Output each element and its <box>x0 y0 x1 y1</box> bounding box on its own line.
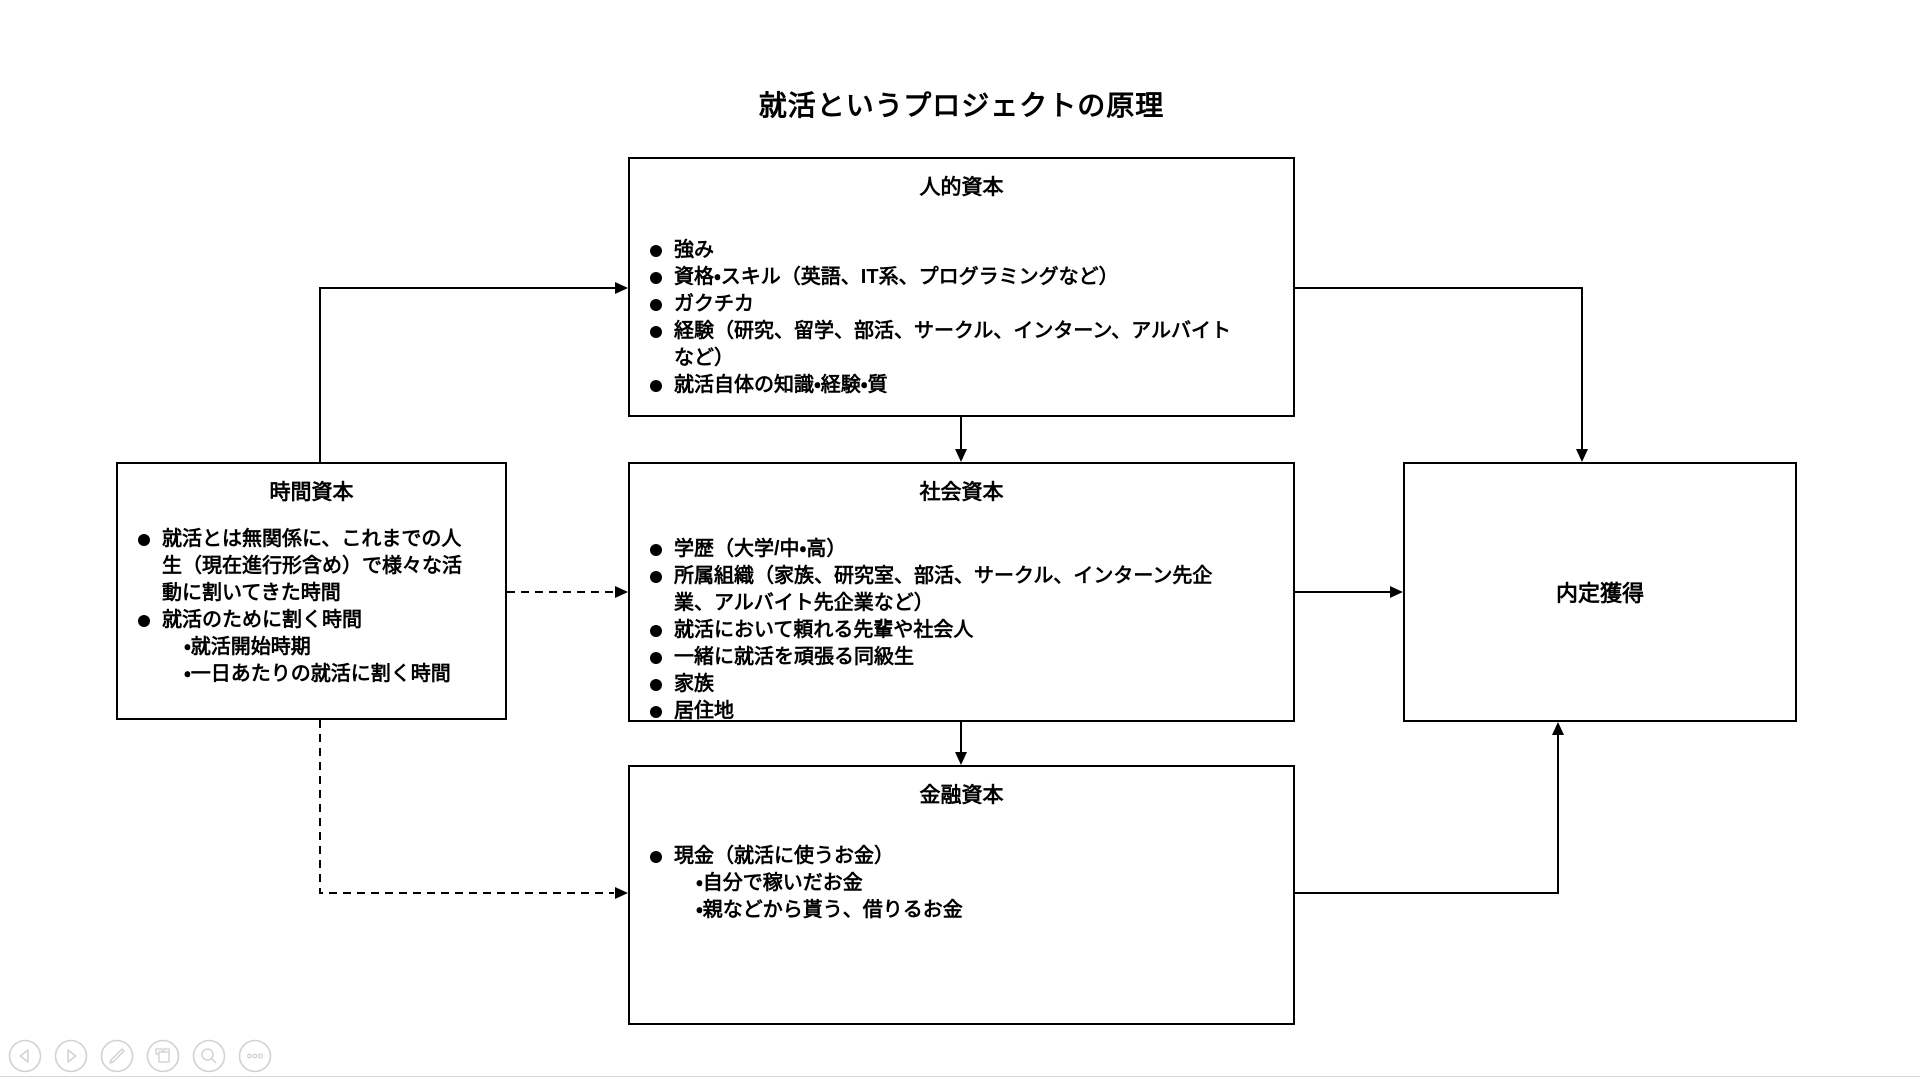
list-item: 現金（就活に使うお金） <box>644 843 1238 870</box>
box-financial-capital: 金融資本 現金（就活に使うお金） ・自分で稼いだお金 ・親などから貰う、借りるお… <box>628 765 1295 1025</box>
list-item: ガクチカ <box>644 291 1238 318</box>
slide-overview-icon <box>146 1039 180 1073</box>
list-item: 就活自体の知識・経験・質 <box>644 372 1238 399</box>
list-sub-item: ・一日あたりの就活に割く時間 <box>184 663 451 685</box>
box-title-financial-capital: 金融資本 <box>919 784 1004 807</box>
list-item: 資格・スキル（英語、IT系、プログラミングなど） <box>644 264 1238 291</box>
list-sub-item: ・就活開始時期 <box>184 636 311 658</box>
box-title-social-capital: 社会資本 <box>919 481 1004 504</box>
box-goal: 内定獲得 <box>1403 462 1797 722</box>
dashed-connectors <box>319 591 614 894</box>
box-title-time-capital: 時間資本 <box>269 481 354 504</box>
box-social-capital: 社会資本 学歴（大学/中・高） 所属組織（家族、研究室、部活、サークル、インター… <box>628 462 1295 722</box>
presenter-toolbar <box>8 1039 272 1073</box>
list-sub-item: ・親などから貰う、借りるお金 <box>696 899 963 921</box>
time-capital-list: 就活とは無関係に、これまでの人生（現在進行形含め）で様々な活動に割いてきた時間 … <box>118 526 505 688</box>
list-item: 家族 <box>644 671 1238 698</box>
box-time-capital: 時間資本 就活とは無関係に、これまでの人生（現在進行形含め）で様々な活動に割いて… <box>116 462 507 720</box>
list-item: 居住地 <box>644 698 1238 725</box>
previous-slide-button[interactable] <box>8 1039 42 1073</box>
next-slide-icon <box>54 1039 88 1073</box>
human-capital-list: 強み 資格・スキル（英語、IT系、プログラミングなど） ガクチカ 経験（研究、留… <box>630 237 1293 399</box>
zoom-button[interactable] <box>192 1039 226 1073</box>
slide-overview-button[interactable] <box>146 1039 180 1073</box>
list-sub-item: ・自分で稼いだお金 <box>696 872 863 894</box>
list-item: 就活のために割く時間 <box>132 607 475 634</box>
list-item: 経験（研究、留学、部活、サークル、インターン、アルバイトなど） <box>644 318 1238 372</box>
list-item: 就活とは無関係に、これまでの人生（現在進行形含め）で様々な活動に割いてきた時間 <box>132 526 475 607</box>
more-options-icon <box>238 1039 272 1073</box>
pen-icon <box>100 1039 134 1073</box>
pen-button[interactable] <box>100 1039 134 1073</box>
list-item: 一緒に就活を頑張る同級生 <box>644 644 1238 671</box>
box-title-human-capital: 人的資本 <box>919 176 1004 199</box>
previous-slide-icon <box>8 1039 42 1073</box>
list-item: 学歴（大学/中・高） <box>644 536 1238 563</box>
next-slide-button[interactable] <box>54 1039 88 1073</box>
arrowheads <box>615 282 1588 899</box>
box-human-capital: 人的資本 強み 資格・スキル（英語、IT系、プログラミングなど） ガクチカ 経験… <box>628 157 1295 417</box>
goal-label: 内定獲得 <box>1555 581 1644 606</box>
financial-capital-list: 現金（就活に使うお金） ・自分で稼いだお金 ・親などから貰う、借りるお金 <box>630 843 1293 924</box>
canvas-bottom-divider <box>0 1076 1920 1077</box>
social-capital-list: 学歴（大学/中・高） 所属組織（家族、研究室、部活、サークル、インターン先企業、… <box>630 536 1293 725</box>
diagram-title: 就活というプロジェクトの原理 <box>758 90 1165 121</box>
solid-connectors <box>319 287 1583 894</box>
more-options-button[interactable] <box>238 1039 272 1073</box>
list-item: 就活において頼れる先輩や社会人 <box>644 617 1238 644</box>
list-item: 強み <box>644 237 1238 264</box>
zoom-icon <box>192 1039 226 1073</box>
list-item: 所属組織（家族、研究室、部活、サークル、インターン先企業、アルバイト先企業など） <box>644 563 1238 617</box>
